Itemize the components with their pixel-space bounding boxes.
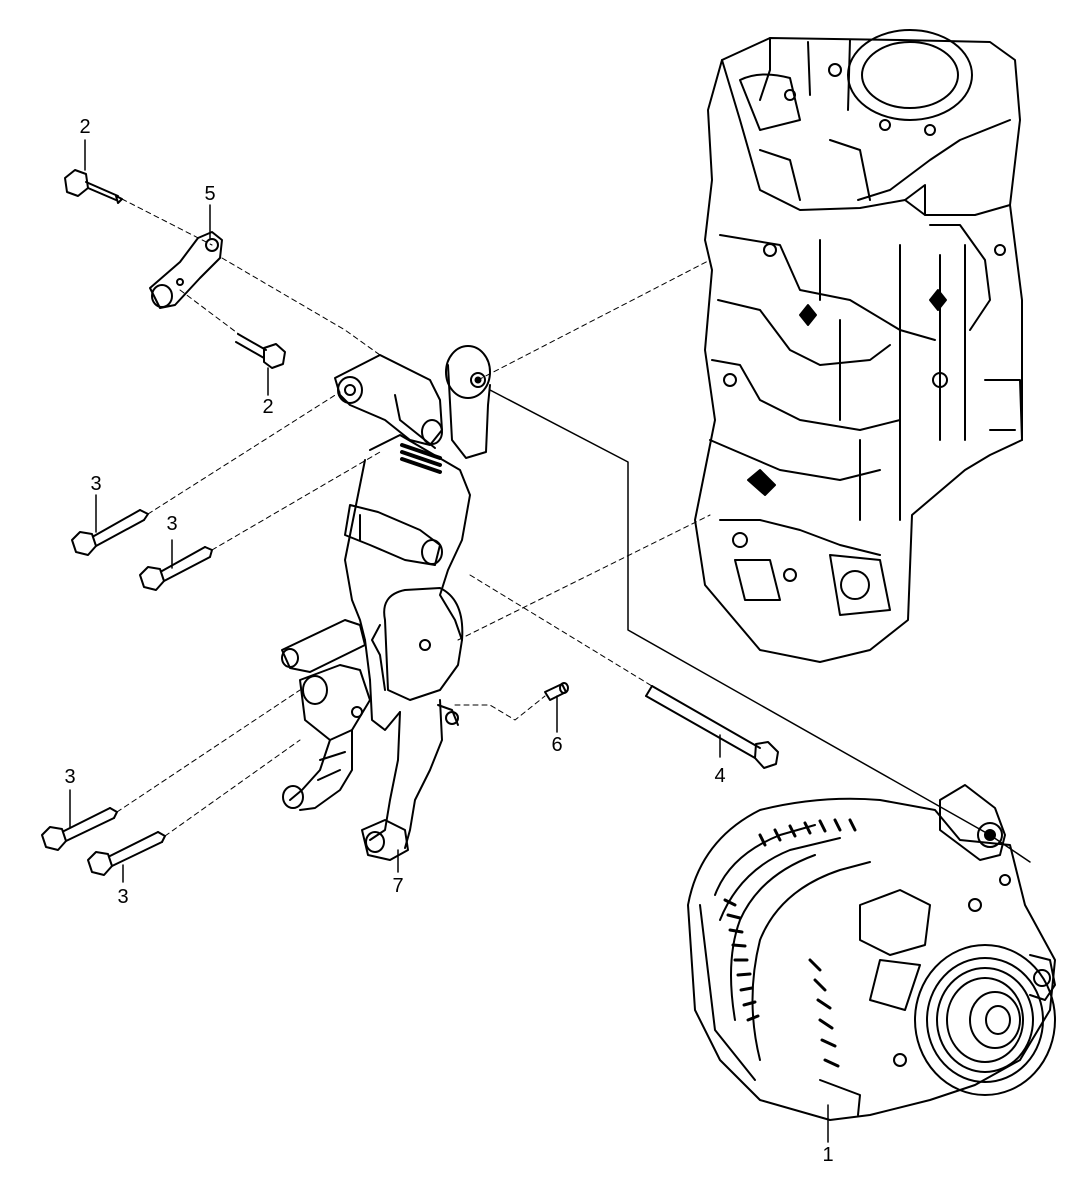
callout-long-bolt: 4 bbox=[714, 765, 726, 787]
link-plate bbox=[149, 231, 223, 309]
callout-link-plate: 5 bbox=[204, 183, 216, 205]
alignment-line bbox=[489, 389, 1031, 863]
bolt-d bbox=[87, 831, 166, 876]
bolt-a bbox=[71, 509, 149, 556]
assembly-lines bbox=[116, 198, 711, 837]
callout-bolt-c: 3 bbox=[64, 766, 76, 788]
alternator bbox=[687, 784, 1056, 1121]
callout-leaders bbox=[69, 139, 829, 1143]
engine-block bbox=[694, 29, 1023, 663]
bolt-mid bbox=[235, 333, 286, 369]
callout-bolt-mid: 2 bbox=[262, 396, 274, 418]
bolt-b bbox=[139, 546, 213, 591]
callout-pin: 6 bbox=[551, 734, 563, 756]
bolt-top bbox=[64, 169, 123, 204]
callout-bracket: 7 bbox=[392, 875, 404, 897]
bolt-c bbox=[41, 807, 118, 851]
pin bbox=[544, 682, 569, 701]
callout-bolt-b: 3 bbox=[166, 513, 178, 535]
callout-bolt-a: 3 bbox=[90, 473, 102, 495]
long-bolt bbox=[645, 685, 779, 769]
callout-bolt-d: 3 bbox=[117, 886, 129, 908]
bracket-assembly bbox=[281, 345, 491, 861]
callout-bolt-top: 2 bbox=[79, 116, 91, 138]
callout-alternator: 1 bbox=[822, 1144, 834, 1166]
